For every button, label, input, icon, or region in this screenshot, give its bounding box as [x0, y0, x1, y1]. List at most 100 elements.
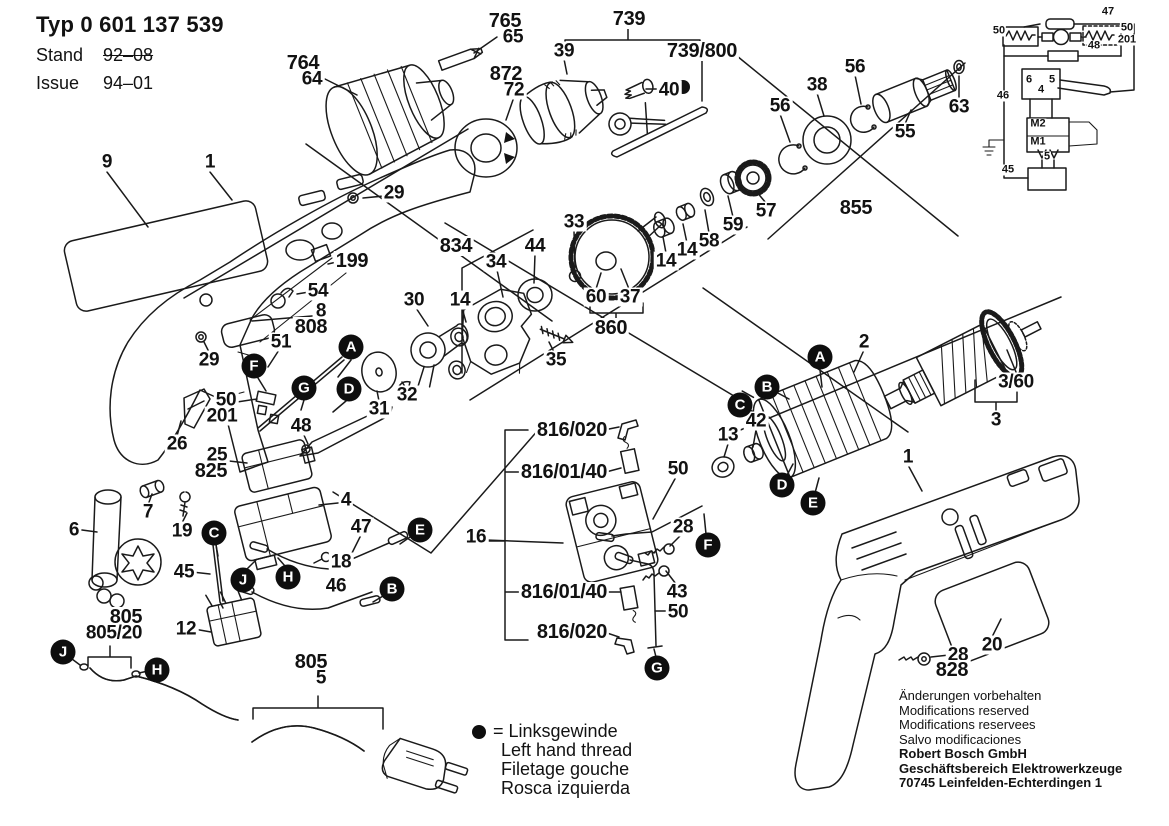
part-label: 28: [670, 516, 696, 538]
part-label: 56: [842, 56, 868, 78]
ref-badge-e: E: [407, 517, 433, 543]
part-label: 42: [743, 410, 769, 432]
part-label: 20: [979, 634, 1005, 656]
part-label: 201: [204, 405, 240, 427]
address-company-line: Robert Bosch GmbH: [899, 746, 1027, 761]
part-label: 2: [856, 331, 872, 353]
legend-line: Left hand thread: [501, 740, 633, 760]
circuit-label: 5: [1047, 73, 1057, 86]
part-label: 825: [192, 460, 230, 482]
part-label: 72: [501, 79, 527, 101]
circuit-label: 5: [1042, 150, 1052, 163]
part-label: 6: [66, 519, 82, 541]
circuit-label: 50: [991, 24, 1007, 37]
circuit-label: M1: [1029, 135, 1047, 148]
circuit-label: 50: [1119, 21, 1135, 34]
type-number-line: Typ 0 601 137 539: [36, 12, 224, 38]
part-label: 764: [284, 52, 322, 74]
title-block: Typ 0 601 137 539 Stand 92–08 Issue 94–0…: [36, 12, 224, 94]
ref-badge-j: J: [50, 639, 76, 665]
part-label: 808: [292, 316, 330, 338]
part-label: 51: [268, 331, 294, 353]
stand-value: 92–08: [103, 45, 154, 65]
issue-value: 94–01: [103, 73, 154, 93]
ref-badge-a: A: [807, 344, 833, 370]
part-label: 50: [213, 389, 239, 411]
part-label: 765: [486, 10, 524, 32]
part-label: 18: [328, 551, 354, 573]
part-label: 47: [348, 516, 374, 538]
part-label: 19: [169, 520, 195, 542]
part-label: 48: [288, 415, 314, 437]
drill-body-art: [794, 455, 1080, 791]
part-label: 45: [171, 561, 197, 583]
legend-line: Rosca izquierda: [501, 778, 631, 798]
circuit-label: 47: [1100, 5, 1116, 18]
part-label: 33: [561, 211, 587, 233]
stand-label: Stand: [36, 45, 84, 65]
circuit-label: 46: [995, 89, 1011, 102]
part-label: 60: [583, 286, 609, 308]
wiring-schematic-art: [982, 18, 1135, 191]
switch-cluster-art: [88, 356, 409, 647]
ref-badge-d: D: [336, 376, 362, 402]
part-label: 14: [653, 250, 679, 272]
circuit-label: 45: [1000, 163, 1016, 176]
gearbox-group-art: [361, 211, 667, 393]
part-label: 1: [900, 446, 916, 468]
part-label: 25: [204, 444, 230, 466]
part-label: 8: [313, 300, 329, 322]
part-label: 14: [674, 239, 700, 261]
power-cord-art: [79, 663, 469, 794]
circuit-label: 201: [1116, 33, 1138, 46]
part-label: 58: [696, 230, 722, 252]
part-label: 13: [715, 424, 741, 446]
part-label: 56: [767, 95, 793, 117]
part-label: 40: [656, 79, 682, 101]
ref-badge-c: C: [201, 520, 227, 546]
typ-label: Typ: [36, 12, 75, 37]
circuit-label: 4: [1036, 83, 1046, 96]
address-note-line: Modifications reserved: [899, 702, 1030, 718]
part-label: 30: [401, 289, 427, 311]
ref-badge-f: F: [241, 353, 267, 379]
chuck-group-art: [325, 47, 709, 178]
part-label: 805/20: [83, 622, 145, 644]
part-label: 5: [313, 667, 329, 689]
issue-label: Issue: [36, 73, 80, 93]
typ-number: 0 601 137 539: [80, 12, 224, 37]
part-label: 816/01/40: [518, 581, 610, 603]
part-label: 855: [837, 197, 875, 219]
part-label: 55: [892, 121, 918, 143]
part-label: 37: [617, 286, 643, 308]
part-label: 29: [196, 349, 222, 371]
legend-first-line: = Linksgewinde: [493, 721, 618, 741]
part-label: 28: [945, 644, 971, 666]
address-note-line: Modifications reservees: [899, 717, 1036, 732]
ref-badge-b: B: [379, 576, 405, 602]
part-label: 3: [988, 409, 1004, 431]
part-label: 9: [99, 151, 115, 173]
part-label: 46: [323, 575, 349, 597]
part-label: 35: [543, 349, 569, 371]
ref-badge-f: F: [695, 532, 721, 558]
part-label: 1: [202, 151, 218, 173]
part-label: 739: [610, 8, 648, 30]
ref-badge-h: H: [275, 564, 301, 590]
part-label: 816/020: [534, 621, 610, 643]
address-company-line: Geschäftsbereich Elektrowerkzeuge: [899, 760, 1123, 776]
part-label: 14: [447, 289, 473, 311]
ref-badge-g: G: [291, 375, 317, 401]
left-hand-thread-marker-icon: [472, 724, 486, 739]
ref-badge-j: J: [230, 567, 256, 593]
circuit-label: M2: [1029, 117, 1047, 130]
circuit-label: 48: [1086, 39, 1102, 52]
brush-plate-art: [565, 419, 764, 655]
part-label: 65: [500, 26, 526, 48]
part-label: 32: [394, 384, 420, 406]
part-label: 828: [933, 659, 971, 681]
part-label: 860: [592, 317, 630, 339]
part-label: 739/800: [664, 40, 740, 62]
